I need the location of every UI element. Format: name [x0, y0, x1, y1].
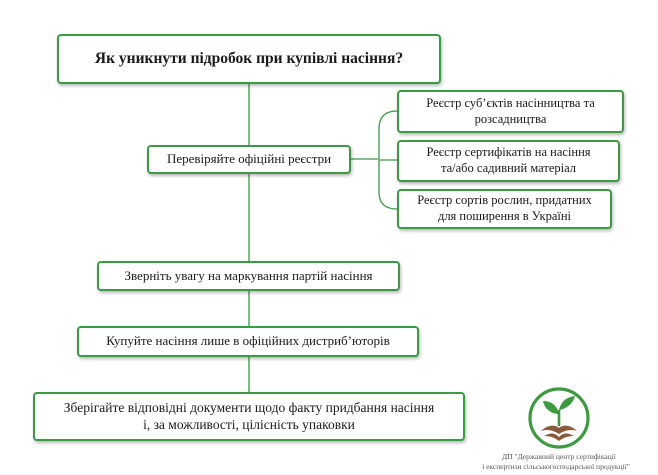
- documents-label: Зберігайте відповідні документи щодо фак…: [63, 399, 435, 432]
- step-keep-documents: Зберігайте відповідні документи щодо фак…: [33, 392, 465, 441]
- sprout-in-hands-icon: [528, 387, 590, 449]
- logo-org-name-line-1: ДП "Державний центр сертифікації: [502, 452, 616, 461]
- step-official-distributors: Купуйте насіння лише в офіційних дистриб…: [77, 326, 419, 357]
- page-title: Як уникнути підробок при купівлі насіння…: [57, 34, 441, 84]
- logo-org-name-line-2: і експертизи сільськогосподарської проду…: [482, 462, 630, 471]
- step-check-registries: Перевіряйте офіційні реєстри: [147, 145, 351, 174]
- step-check-labeling: Зверніть увагу на маркування партій насі…: [97, 261, 400, 291]
